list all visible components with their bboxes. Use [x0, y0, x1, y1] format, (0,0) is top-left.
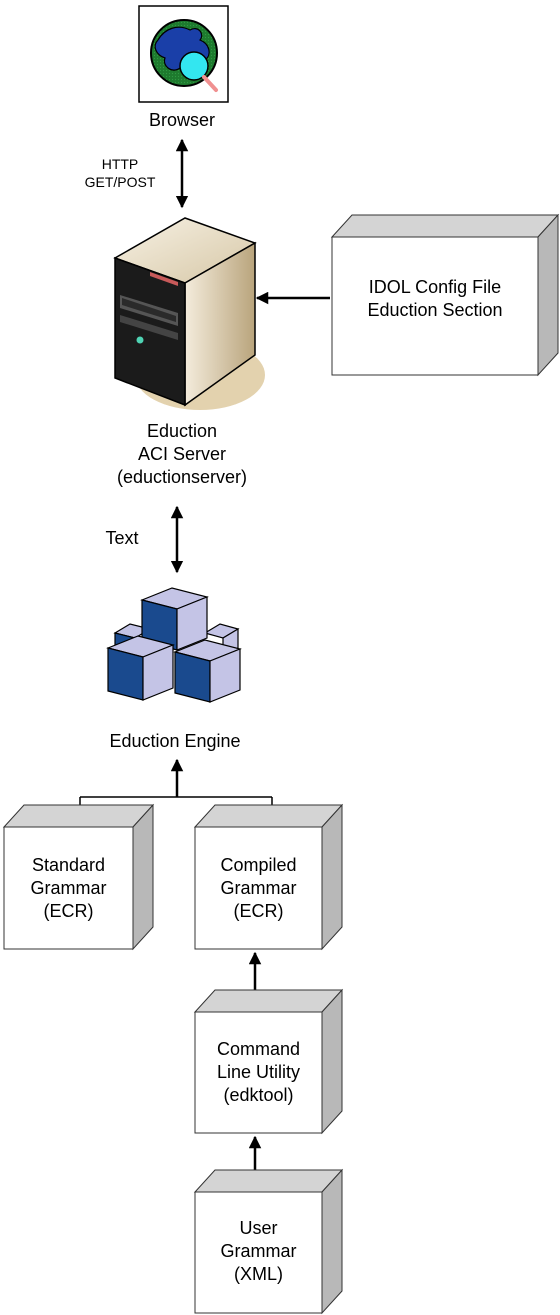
- command-line3: (edktool): [223, 1085, 294, 1105]
- command-line-text: Command Line Utility (edktool): [195, 1038, 322, 1107]
- compiled-grammar-text: Compiled Grammar (ECR): [195, 854, 322, 923]
- standard-line1: Standard: [31, 855, 106, 875]
- http-label: HTTP GET/POST: [70, 155, 170, 191]
- engine-cubes-icon: [106, 587, 242, 703]
- command-line2: Line Utility: [216, 1062, 301, 1082]
- server-label-line2: ACI Server: [137, 444, 227, 464]
- engine-label: Eduction Engine: [109, 731, 241, 751]
- config-line1: IDOL Config File: [368, 277, 502, 297]
- standard-grammar-text: Standard Grammar (ECR): [4, 854, 133, 923]
- standard-line2: Grammar: [30, 878, 107, 898]
- server-tower-icon: [113, 217, 265, 410]
- standard-line3: (ECR): [43, 901, 94, 921]
- user-line2: Grammar: [220, 1241, 297, 1261]
- command-line1: Command: [216, 1039, 301, 1059]
- compiled-grammar-box: [193, 803, 344, 951]
- text-label: Text: [105, 528, 139, 548]
- user-line1: User: [239, 1218, 278, 1238]
- config-box: [330, 213, 560, 377]
- config-box-text: IDOL Config File Eduction Section: [332, 276, 538, 322]
- server-label-line3: (eductionserver): [116, 467, 248, 487]
- config-line2: Eduction Section: [367, 300, 503, 320]
- compiled-line3: (ECR): [233, 901, 284, 921]
- server-label: Eduction ACI Server (eductionserver): [97, 420, 267, 489]
- standard-grammar-box: [2, 803, 155, 951]
- user-line3: (XML): [234, 1264, 283, 1284]
- globe-browser-icon: [138, 5, 229, 103]
- command-line-box: [193, 988, 344, 1135]
- user-grammar-box: [193, 1168, 344, 1315]
- user-grammar-text: User Grammar (XML): [195, 1217, 322, 1286]
- browser-label: Browser: [148, 110, 215, 130]
- http-label-line2: GET/POST: [84, 174, 156, 190]
- grammar-connector: [79, 758, 273, 805]
- http-label-line1: HTTP: [101, 156, 139, 172]
- server-label-line1: Eduction: [146, 421, 218, 441]
- compiled-line1: Compiled: [220, 855, 297, 875]
- compiled-line2: Grammar: [220, 878, 297, 898]
